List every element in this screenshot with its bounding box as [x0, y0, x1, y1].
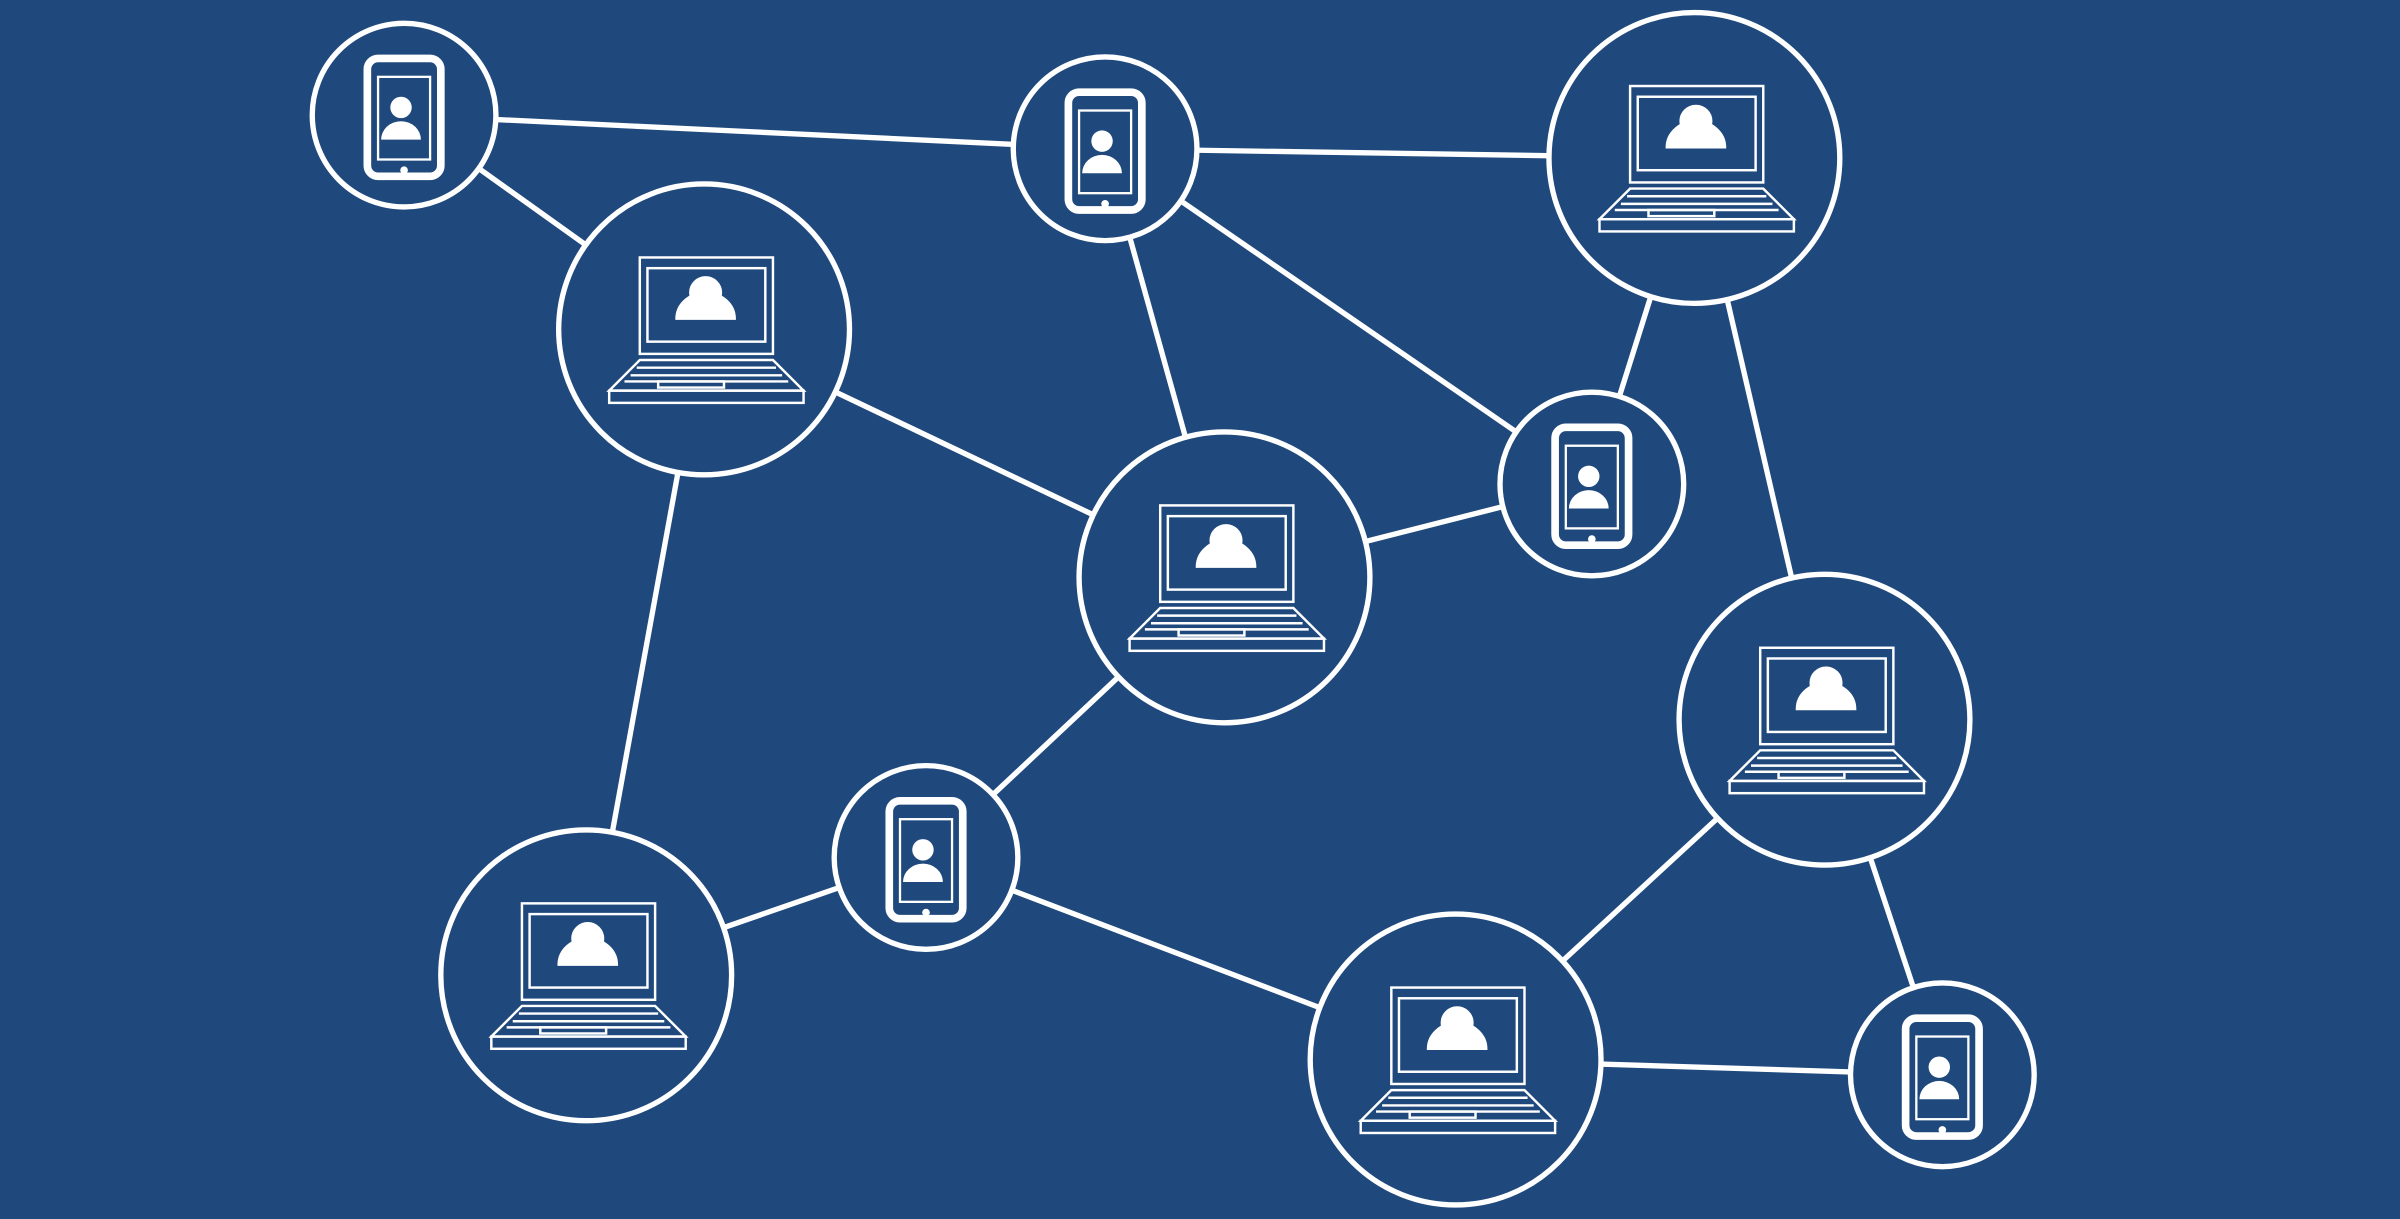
home-button [1588, 535, 1596, 543]
smartphone-icon [1064, 88, 1146, 214]
smartphone-icon [363, 54, 445, 181]
smartphone-icon [885, 796, 967, 923]
person-body [1919, 1080, 1960, 1100]
laptop-icon [1357, 986, 1559, 1135]
laptop-node [1676, 571, 1973, 868]
home-button [1938, 1126, 1947, 1134]
person-head [1928, 1056, 1950, 1078]
node-circle [1307, 911, 1604, 1208]
laptop-icon [606, 256, 807, 405]
person-body [903, 863, 943, 882]
laptop-icon [1596, 84, 1797, 233]
node-circle [1546, 9, 1843, 307]
phone-node [1010, 54, 1200, 244]
phone-node [1497, 389, 1687, 579]
person-body [1665, 120, 1727, 149]
laptop-icon [488, 902, 689, 1051]
person-body [675, 291, 736, 320]
laptop-icon [1726, 646, 1927, 795]
smartphone-icon [1901, 1014, 1983, 1140]
person-head [1578, 465, 1600, 488]
laptop-node [1076, 429, 1373, 726]
phone-node [831, 762, 1021, 952]
laptop-node [438, 827, 735, 1124]
person-head [912, 839, 934, 861]
person-body [381, 121, 421, 140]
person-body [1795, 681, 1857, 711]
person-body [1568, 490, 1609, 509]
laptop-icon [1126, 504, 1327, 653]
person-body [1082, 154, 1122, 174]
laptop-node [1307, 911, 1604, 1208]
home-button [1101, 200, 1109, 208]
person-body [1195, 539, 1257, 568]
node-circle [555, 181, 853, 478]
node-circle [438, 827, 735, 1124]
person-head [390, 96, 412, 119]
laptop-node [1546, 9, 1843, 307]
home-button [400, 166, 408, 175]
person-body [557, 937, 619, 966]
phone-node [309, 20, 499, 210]
phone-node [1847, 980, 2037, 1170]
laptop-node [555, 181, 853, 478]
smartphone-icon [1551, 423, 1633, 550]
connection-line [403, 112, 1106, 152]
node-circle [1076, 429, 1373, 726]
nodes [309, 9, 2037, 1208]
connection-line [1103, 146, 1594, 487]
home-button [922, 908, 930, 917]
node-circle [1676, 571, 1973, 868]
person-body [1426, 1021, 1488, 1051]
person-head [1091, 130, 1113, 152]
